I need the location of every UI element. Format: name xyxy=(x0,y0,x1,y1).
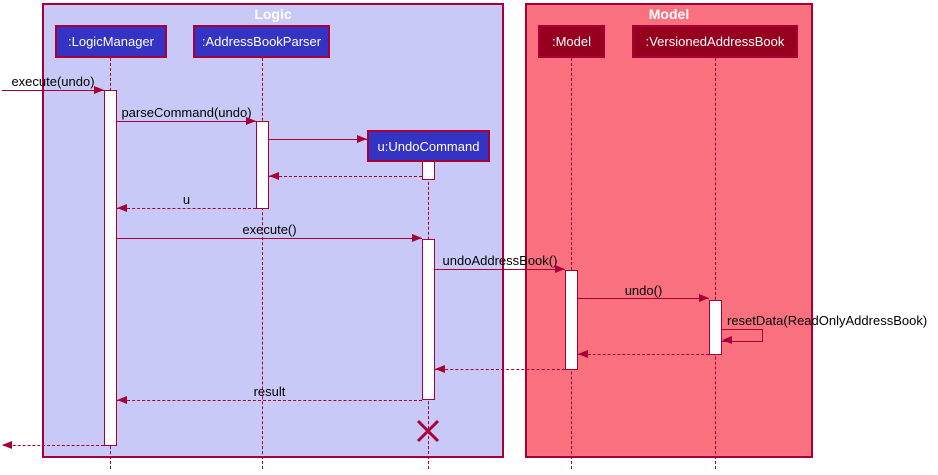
lifeline-model xyxy=(571,58,572,469)
message-line-execute-undo xyxy=(2,90,104,91)
message-line-u xyxy=(117,208,256,209)
activation-addressbookparser xyxy=(256,121,269,209)
arrowhead-icon xyxy=(246,117,256,125)
lifeline-versionedaddressbook xyxy=(715,58,716,469)
arrowhead-icon xyxy=(117,204,127,212)
message-label-undo: undo() xyxy=(624,283,663,298)
arrowhead-icon xyxy=(357,135,367,143)
activation-undocommand-create xyxy=(422,161,435,180)
destroy-x-icon xyxy=(416,419,440,443)
message-line-parsecommand xyxy=(117,121,256,122)
message-label-parsecommand: parseCommand(undo) xyxy=(121,105,252,120)
arrowhead-icon xyxy=(555,265,565,273)
message-self-loop-resetdata xyxy=(722,329,763,342)
message-line-execute xyxy=(117,238,422,239)
arrowhead-icon xyxy=(94,86,104,94)
logic-frame-title: Logic xyxy=(254,6,292,22)
arrowhead-icon xyxy=(435,365,445,373)
participant-model: :Model xyxy=(538,25,605,58)
message-line-return-model xyxy=(435,369,565,370)
message-label-execute: execute() xyxy=(242,222,297,237)
model-frame xyxy=(525,3,813,458)
participant-versionedaddressbook: :VersionedAddressBook xyxy=(632,25,798,58)
arrowhead-icon xyxy=(269,172,279,180)
message-line-final-return xyxy=(3,445,104,446)
message-label-execute-undo: execute(undo) xyxy=(11,74,95,89)
participant-addressbookparser: :AddressBookParser xyxy=(193,25,330,58)
activation-versionedaddressbook xyxy=(709,300,722,355)
arrowhead-icon xyxy=(578,350,588,358)
arrowhead-icon xyxy=(2,441,12,449)
message-label-u: u xyxy=(182,192,191,207)
participant-logicmanager: :LogicManager xyxy=(55,25,167,58)
activation-logicmanager xyxy=(104,90,117,446)
message-line-undoaddressbook xyxy=(435,269,565,270)
message-label-undoaddressbook: undoAddressBook() xyxy=(442,253,558,268)
activation-undocommand-execute xyxy=(422,239,435,400)
message-line-result xyxy=(117,400,422,401)
arrowhead-icon xyxy=(117,396,127,404)
message-line-create-undocommand xyxy=(269,139,367,140)
model-frame-title: Model xyxy=(648,6,690,22)
message-label-resetdata: resetData(ReadOnlyAddressBook) xyxy=(727,313,928,328)
arrowhead-icon xyxy=(699,294,709,302)
message-line-return-vab xyxy=(578,354,709,355)
message-line-undo xyxy=(578,298,709,299)
message-label-result: result xyxy=(253,384,286,399)
participant-undocommand: u:UndoCommand xyxy=(367,130,490,162)
message-line-create-return xyxy=(269,176,422,177)
lifeline-addressbookparser xyxy=(262,58,263,469)
activation-model xyxy=(565,270,578,370)
arrowhead-icon xyxy=(722,336,732,344)
arrowhead-icon xyxy=(412,234,422,242)
